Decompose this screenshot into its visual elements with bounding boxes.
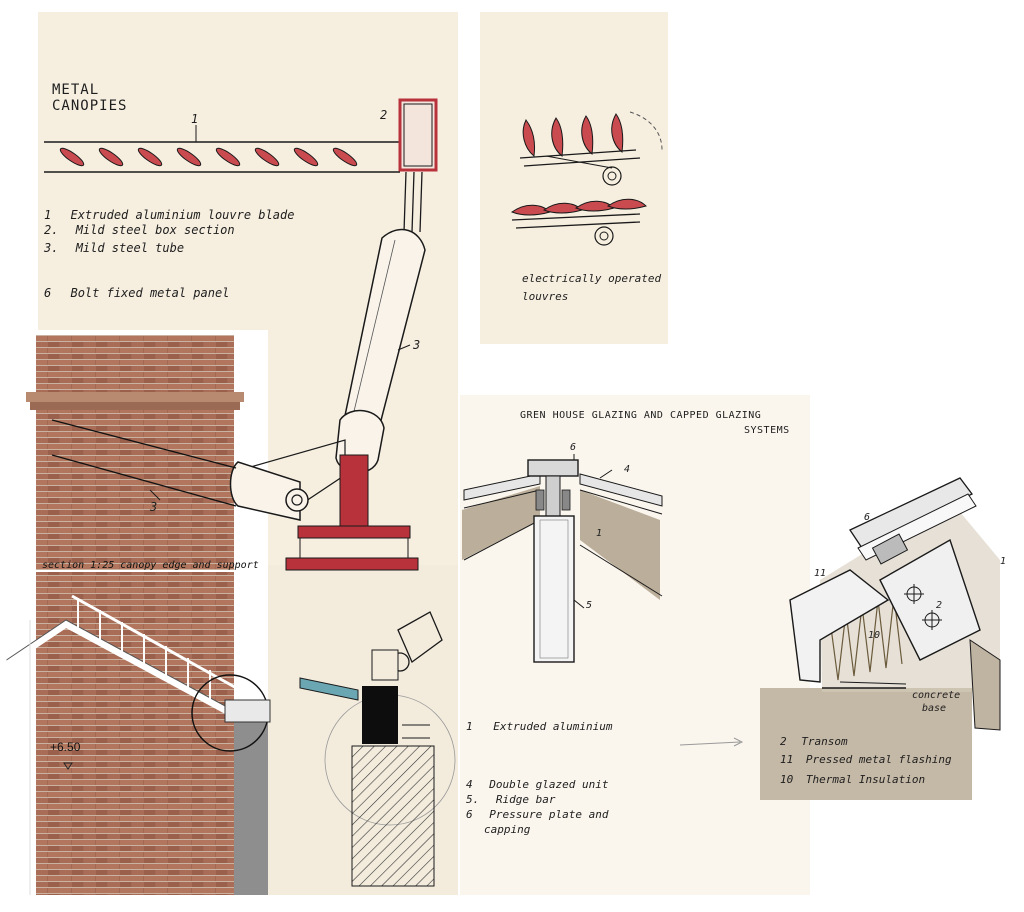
capped-callout-1: 1 <box>1000 556 1007 567</box>
legend-text: Mild steel tube <box>75 241 185 255</box>
glazing-title-line2: SYSTEMS <box>744 425 790 436</box>
louvre-blades <box>59 147 358 167</box>
legend-num: 10 <box>780 773 794 786</box>
canopy-title-line1: METAL <box>52 82 100 98</box>
legend-num: 5. <box>466 793 480 806</box>
canopy-callout-3b: 3 <box>150 500 158 514</box>
legend-num: 4 <box>466 778 473 791</box>
concrete-base-line1: concrete <box>912 690 961 701</box>
level-marker: +6.50 <box>50 740 81 754</box>
legend-num: 3. <box>44 241 59 255</box>
glazing-callout-1: 1 <box>596 528 603 539</box>
legend-text: Extruded aluminium <box>493 720 613 733</box>
box-section <box>398 98 438 172</box>
glazing-title-line1: GREN HOUSE GLAZING AND CAPPED GLAZING <box>520 410 762 421</box>
legend-num: 1 <box>466 720 473 733</box>
legend-num: 6 <box>44 286 52 300</box>
hatched-wall-head <box>351 745 435 887</box>
black-bearing-block <box>362 686 398 744</box>
canopy-callout-2: 2 <box>380 108 388 122</box>
legend-text: Double glazed unit <box>489 778 609 791</box>
capped-callout-11: 11 <box>814 568 827 579</box>
louvre-note-line2: louvres <box>522 290 569 303</box>
concrete-base-line2: base <box>922 703 947 714</box>
canopy-callout-3: 3 <box>413 338 421 352</box>
transom-box <box>879 538 981 661</box>
legend-text: Ridge bar <box>495 793 556 806</box>
canopy-title-line2: CANOPIES <box>52 98 128 114</box>
section-note: section 1:25 canopy edge and support <box>42 560 259 571</box>
legend-text: Thermal Insulation <box>805 773 926 786</box>
glazing-callout-6: 6 <box>570 442 577 453</box>
legend-num: 11 <box>780 753 794 766</box>
canopy-callout-1: 1 <box>191 112 199 126</box>
red-steel-post <box>339 454 369 534</box>
capped-callout-10: 10 <box>868 630 881 641</box>
legend-num: 6 <box>466 808 473 821</box>
legend-num: 2. <box>44 223 59 237</box>
capped-callout-2: 2 <box>936 600 943 611</box>
capped-concrete-band <box>760 688 972 800</box>
chimney-upper <box>36 335 234 570</box>
legend-num: 2 <box>780 735 787 748</box>
chimney-cornice <box>26 392 244 402</box>
legend-text: Bolt fixed metal panel <box>70 286 230 300</box>
louvre-note-line1: electrically operated <box>522 272 662 285</box>
pressed-metal-flashing <box>789 569 890 683</box>
legend-text: capping <box>484 823 531 836</box>
legend-text: Pressed metal flashing <box>805 753 952 766</box>
capped-callout-6: 6 <box>864 512 871 523</box>
legend-text: Pressure plate and <box>489 808 609 821</box>
legend-text: Transom <box>801 735 848 748</box>
glazing-callout-4: 4 <box>624 464 631 475</box>
legend-text: Mild steel box section <box>75 223 235 237</box>
glazing-callout-5: 5 <box>586 600 593 611</box>
ridge-bar <box>533 515 575 663</box>
legend-num: 1 <box>44 208 52 222</box>
louvre-sheet <box>480 12 668 344</box>
legend-text: Extruded aluminium louvre blade <box>70 208 295 222</box>
